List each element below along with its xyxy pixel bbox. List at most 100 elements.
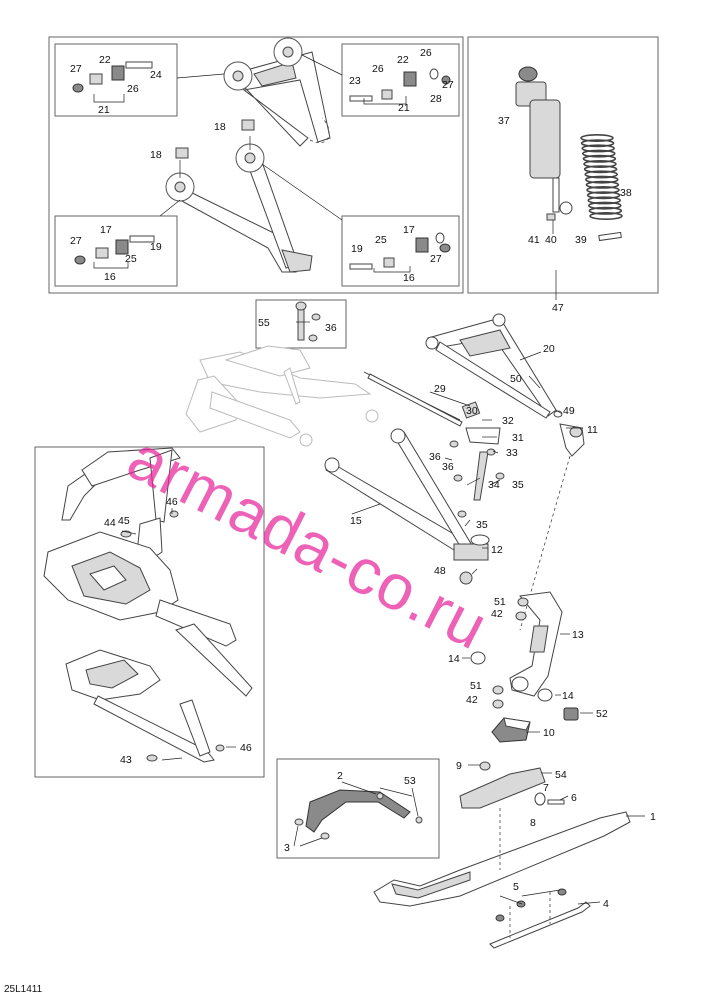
ski-handle-box	[276, 758, 440, 859]
spring-coil	[583, 160, 617, 169]
ski-handle-view	[294, 789, 423, 840]
spring-coil	[582, 154, 617, 163]
callout-17b: 17	[403, 224, 415, 236]
callout-labels: 1 2 3 4 5 6 7 8 9 10 11 12 13 14 14 15 1…	[70, 47, 656, 910]
callout-28: 28	[430, 93, 442, 105]
callout-46a: 46	[166, 496, 178, 508]
spring-coil	[587, 196, 622, 205]
hardware-lower-right	[349, 232, 451, 270]
callout-4: 4	[603, 898, 609, 910]
hardware-lower-left	[74, 235, 155, 265]
spring-coil	[587, 201, 622, 210]
callout-52: 52	[596, 708, 608, 720]
callout-18b: 18	[150, 149, 162, 161]
ghost-front-end	[185, 345, 463, 447]
hardware-upper-right	[349, 68, 451, 102]
callout-53: 53	[404, 775, 416, 787]
shock-absorber-box	[467, 36, 659, 294]
spring-coil	[589, 212, 623, 221]
callout-29: 29	[434, 383, 446, 395]
callout-27c: 27	[70, 235, 82, 247]
callout-14b: 14	[562, 690, 574, 702]
upper-lower-arm-box	[48, 36, 464, 294]
callout-26c: 26	[420, 47, 432, 59]
spring-coil	[580, 134, 614, 143]
ski-view	[373, 811, 631, 949]
callout-10: 10	[543, 727, 555, 739]
callout-44: 44	[104, 517, 116, 529]
callout-33: 33	[506, 447, 518, 459]
callout-36c: 36	[442, 461, 454, 473]
callout-42b: 42	[466, 694, 478, 706]
callout-17a: 17	[100, 224, 112, 236]
lower-a-arm-view	[159, 136, 343, 273]
callout-15: 15	[350, 515, 362, 527]
spring-coil	[580, 139, 615, 148]
frame-detail-box	[34, 446, 265, 778]
callout-41: 41	[528, 234, 540, 246]
callout-12: 12	[491, 544, 503, 556]
sway-link-view	[295, 301, 321, 342]
callout-18a: 18	[214, 121, 226, 133]
upper-left-hardware-box	[54, 43, 178, 117]
callout-55: 55	[258, 317, 270, 329]
spring-coil	[584, 175, 619, 184]
runner-nuts	[495, 888, 567, 922]
spring-retainer	[598, 231, 622, 242]
spring-coil	[584, 170, 619, 179]
callout-51a: 51	[494, 596, 506, 608]
callout-24: 24	[150, 69, 162, 81]
spring-coil	[585, 180, 620, 189]
callout-21b: 21	[398, 102, 410, 114]
callout-46b: 46	[240, 742, 252, 754]
upper-a-arm-main	[425, 313, 557, 419]
callout-36a: 36	[325, 322, 337, 334]
upper-a-arm-view	[176, 37, 343, 147]
callout-38: 38	[620, 187, 632, 199]
callout-1: 1	[650, 811, 656, 823]
callout-26b: 26	[372, 63, 384, 75]
callout-25b: 25	[375, 234, 387, 246]
callout-3: 3	[284, 842, 290, 854]
callout-37: 37	[498, 115, 510, 127]
callout-16b: 16	[403, 272, 415, 284]
lower-a-arm-main	[324, 428, 490, 585]
callout-32: 32	[502, 415, 514, 427]
callout-39: 39	[575, 234, 587, 246]
ski-saddle	[459, 761, 565, 870]
callout-27d: 27	[430, 253, 442, 265]
callout-13: 13	[572, 629, 584, 641]
callout-8: 8	[530, 817, 536, 829]
callout-48: 48	[434, 565, 446, 577]
spring-coil	[586, 191, 621, 200]
callout-34: 34	[488, 479, 500, 491]
callout-42a: 42	[491, 608, 503, 620]
callout-7: 7	[543, 782, 549, 794]
callout-31: 31	[512, 432, 524, 444]
spring-coil	[586, 186, 620, 195]
callout-54: 54	[555, 769, 567, 781]
callout-19a: 19	[150, 241, 162, 253]
shock-spring	[580, 134, 623, 221]
callout-35b: 35	[476, 519, 488, 531]
callout-21a: 21	[98, 104, 110, 116]
document-id: 25L1411	[4, 984, 43, 995]
callout-35a: 35	[512, 479, 524, 491]
callout-11: 11	[587, 424, 598, 436]
callout-14a: 14	[448, 653, 460, 665]
frame-detail-view	[43, 447, 253, 763]
callout-45: 45	[118, 515, 130, 527]
sway-link-box	[255, 299, 347, 349]
callout-27a: 27	[70, 63, 82, 75]
spring-coil	[588, 206, 623, 215]
callout-9: 9	[456, 760, 462, 772]
callout-19b: 19	[351, 243, 363, 255]
spindle	[470, 410, 585, 721]
callout-47: 47	[552, 302, 564, 314]
callout-22b: 22	[397, 54, 409, 66]
spring-coil	[583, 165, 618, 174]
leader-lines	[93, 94, 645, 905]
callout-20: 20	[543, 343, 555, 355]
